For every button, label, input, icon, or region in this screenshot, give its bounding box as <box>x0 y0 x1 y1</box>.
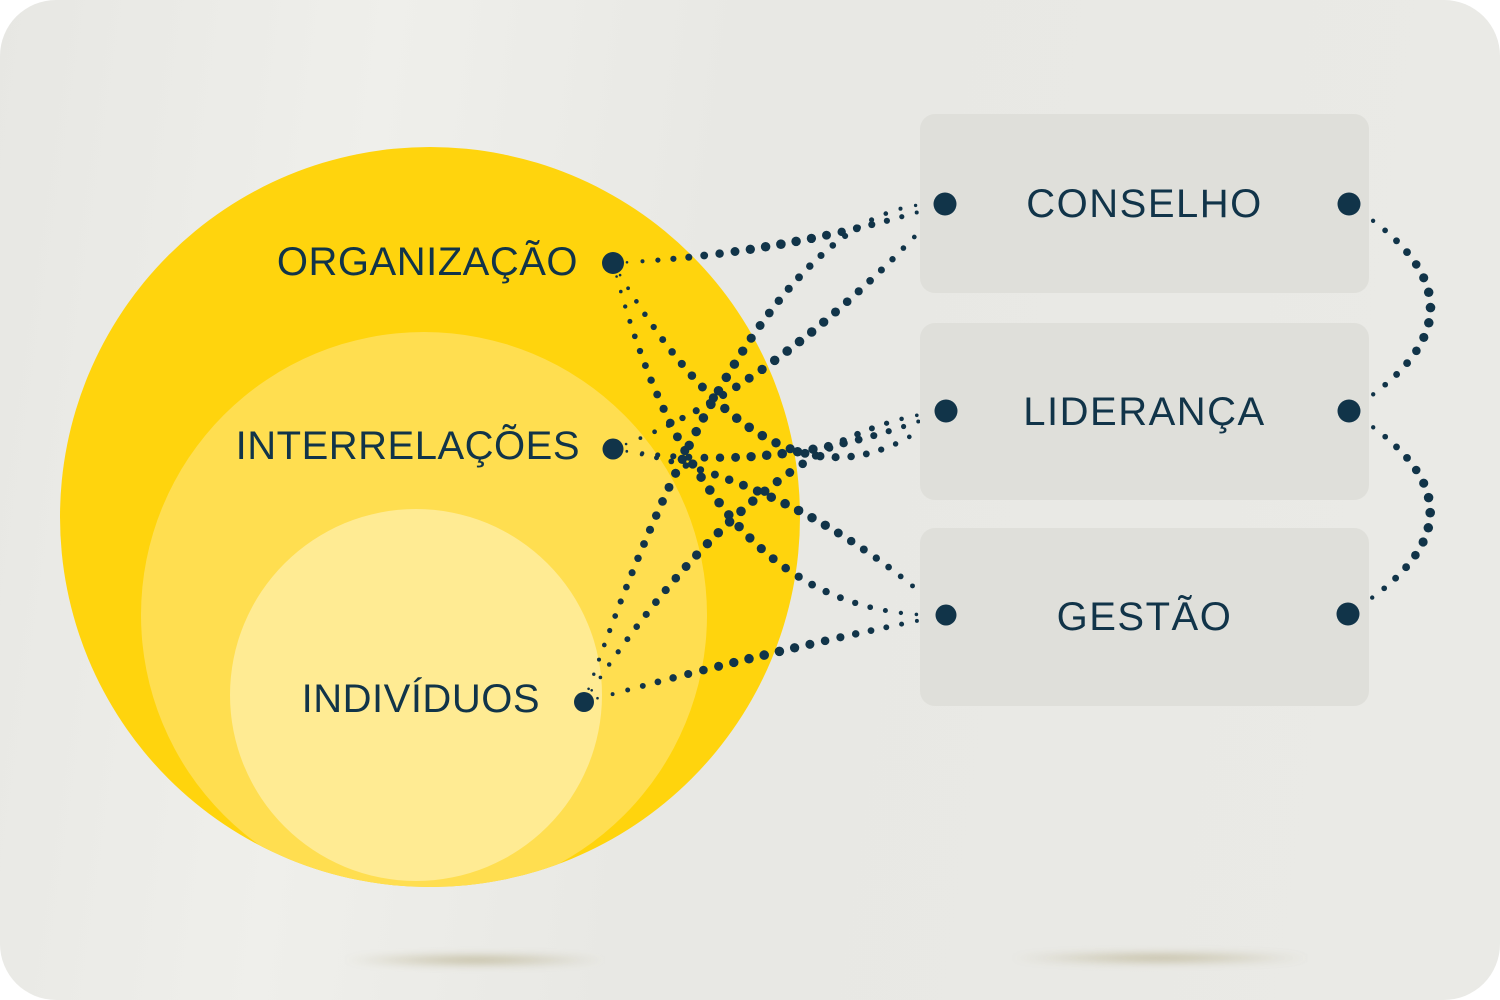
box-label-conselho: CONSELHO <box>1026 181 1263 226</box>
box-label-gestao: GESTÃO <box>1056 595 1233 639</box>
circle-individuos <box>230 509 602 881</box>
connector-dot-lideranca-right <box>1337 399 1361 423</box>
circle-organizacao <box>60 147 800 887</box>
box-label-lideranca: LIDERANÇA <box>1023 389 1266 434</box>
box-lideranca: LIDERANÇA <box>920 323 1369 500</box>
connector-dot-conselho-left <box>933 192 957 216</box>
ring-label-interrelacoes: INTERRELAÇÕES <box>235 424 580 469</box>
connector-dot-gestao-right <box>1336 602 1360 626</box>
connector-dot-conselho-right <box>1337 192 1361 216</box>
connector-dot-individuos <box>574 692 594 712</box>
box-gestao: GESTÃO <box>920 528 1369 706</box>
connector-dot-interrelacoes <box>602 438 624 460</box>
connector-dot-organizacao <box>602 252 624 274</box>
ring-label-organizacao: ORGANIZAÇÃO <box>276 240 578 285</box>
box-conselho: CONSELHO <box>920 114 1369 293</box>
ring-label-individuos: INDIVÍDUOS <box>301 677 540 722</box>
connector-dot-lideranca-left <box>934 399 958 423</box>
connector-dot-gestao-left <box>935 604 957 626</box>
